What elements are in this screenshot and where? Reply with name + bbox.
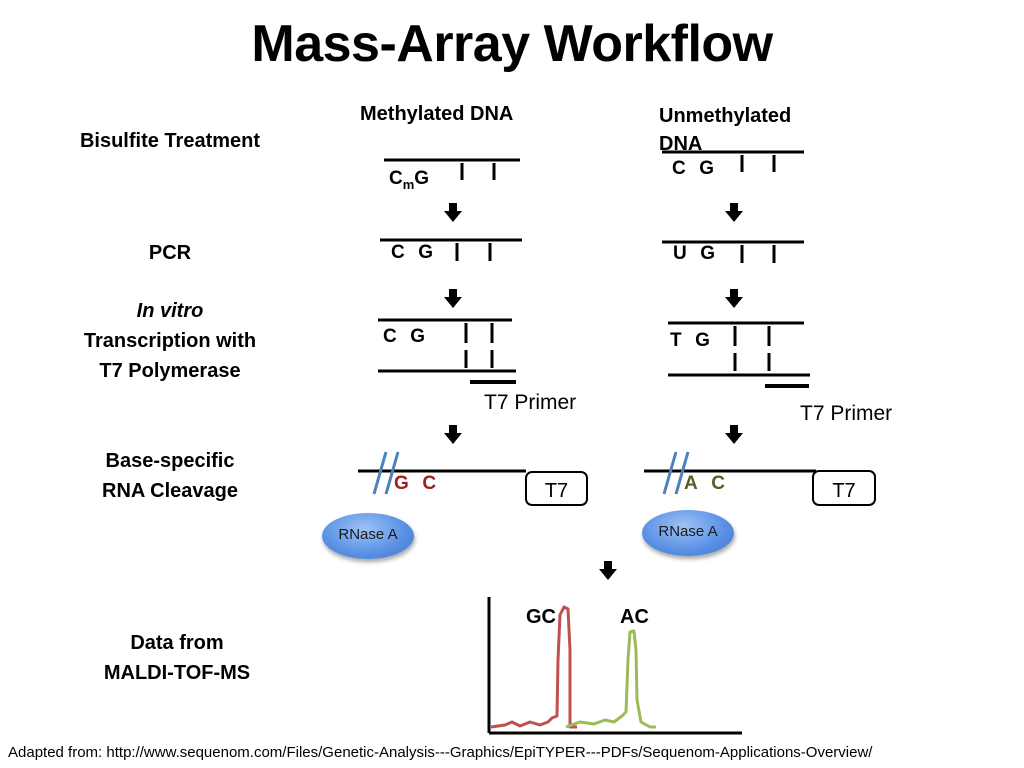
methylated-heading: Methylated DNA xyxy=(360,103,514,125)
base-c: C xyxy=(711,473,727,494)
unmethylated-primer-label: T7 Primer xyxy=(800,402,893,425)
base-g: G xyxy=(394,473,410,494)
source-footnote: Adapted from: http://www.sequenom.com/Fi… xyxy=(8,744,873,761)
methylated-rnase-enzyme: RNase A xyxy=(322,513,414,559)
unmethylated-pcr-bases: U G xyxy=(673,243,717,264)
step-data-line2: MALDI-TOF-MS xyxy=(103,662,251,684)
step-ivt-line2: Transcription with xyxy=(83,330,257,352)
methylated-cleave-bases: G C xyxy=(394,473,437,495)
methyl-g: G xyxy=(414,168,430,189)
methyl-subscript: m xyxy=(402,176,415,192)
step-pcr-label: PCR xyxy=(148,242,192,264)
methylated-ivt-bases: C G xyxy=(383,326,427,347)
gc-peak-label: GC xyxy=(526,606,556,628)
page-title: Mass-Array Workflow xyxy=(251,15,773,73)
methylated-bisulfite-bases: CmG xyxy=(389,168,429,192)
step-ivt-italic: In vitro xyxy=(136,300,204,322)
gc-peak xyxy=(490,605,577,729)
base-c: C xyxy=(422,473,438,494)
unmethylated-t7-box: T7 xyxy=(812,470,876,506)
step-ivt-line3: T7 Polymerase xyxy=(99,360,241,382)
base-a: A xyxy=(684,473,699,494)
methylated-pcr-bases: C G xyxy=(391,242,435,263)
step-cleavage-line2: RNA Cleavage xyxy=(102,480,238,502)
methylated-t7-box: T7 xyxy=(525,471,588,506)
methyl-c: C xyxy=(389,168,403,189)
ac-peak xyxy=(565,629,656,729)
step-cleavage-label: Base-specific RNA Cleavage xyxy=(40,446,300,506)
methylated-primer-label: T7 Primer xyxy=(484,391,577,414)
step-data-label: Data from MALDI-TOF-MS xyxy=(40,628,314,688)
step-bisulfite-label: Bisulfite Treatment xyxy=(79,130,261,152)
step-data-line1: Data from xyxy=(130,632,224,654)
unmethylated-cleave-bases: A C xyxy=(684,473,726,495)
unmethylated-bisulfite-bases: C G xyxy=(672,158,716,179)
step-cleavage-line1: Base-specific xyxy=(105,450,235,472)
ac-peak-label: AC xyxy=(620,606,649,628)
unmethylated-rnase-enzyme: RNase A xyxy=(642,510,734,556)
cleavage-slash-icon xyxy=(372,451,690,495)
step-ivt-label: In vitro Transcription with T7 Polymeras… xyxy=(40,296,300,386)
down-arrow-icon xyxy=(444,203,743,580)
unmethylated-ivt-bases: T G xyxy=(670,330,711,351)
unmethylated-heading: Unmethylated DNA xyxy=(659,105,792,155)
